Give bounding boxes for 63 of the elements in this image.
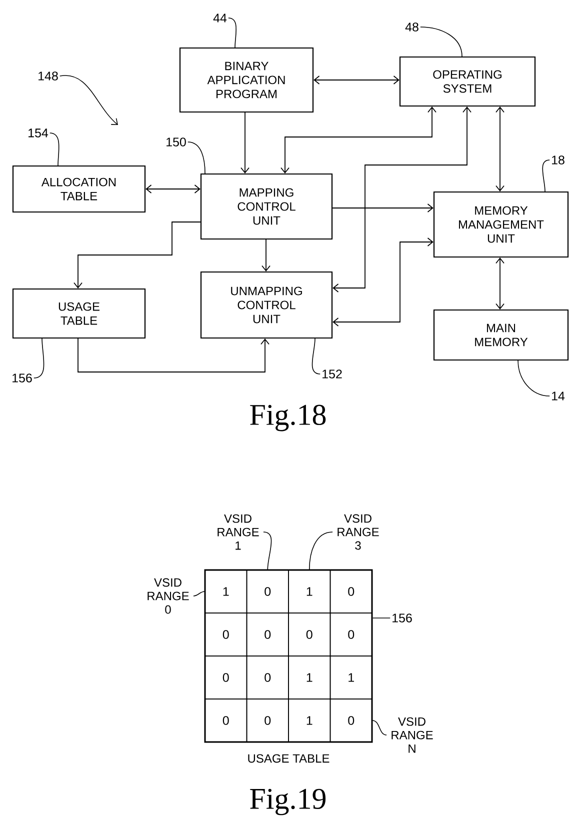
arrow (332, 204, 434, 212)
arrow (496, 106, 504, 192)
table-cell: 0 (204, 698, 248, 742)
table-cell: 0 (330, 570, 372, 614)
leader-line (372, 720, 387, 736)
reference-number: 148 (38, 72, 58, 80)
process-box: MAPPING CONTROL UNIT (200, 173, 333, 240)
range-label: VSID RANGE 0 (148, 578, 189, 614)
arrow (262, 239, 270, 272)
leader-line (312, 338, 321, 374)
table-cell: 0 (204, 656, 248, 700)
reference-number: 44 (213, 14, 227, 22)
reference-number: 14 (552, 392, 565, 400)
leader-line (33, 338, 44, 378)
leader-line (420, 26, 462, 57)
reference-number: 18 (552, 156, 564, 164)
table-cell: 1 (204, 570, 248, 614)
arrow (280, 106, 436, 174)
reference-number: 154 (28, 128, 48, 138)
reference-number: 48 (405, 22, 418, 32)
table-cell: 0 (204, 612, 248, 656)
process-box: BINARY APPLICATION PROGRAM (179, 47, 314, 113)
process-box: OPERATING SYSTEM (399, 56, 536, 107)
reference-number: 150 (166, 138, 186, 146)
arrow (314, 76, 400, 84)
node-label: USAGE TABLE (248, 754, 330, 763)
table-cell: 0 (330, 612, 372, 656)
range-label: VSID RANGE 3 (338, 514, 379, 550)
leader-line (308, 532, 333, 570)
arrow (78, 338, 270, 372)
leader-line (193, 591, 205, 596)
leader-line (49, 132, 60, 166)
pointer-arrow (59, 75, 118, 125)
table-cell: 1 (288, 698, 331, 742)
table-cell: 0 (246, 612, 289, 656)
process-box: MAIN MEMORY (433, 309, 569, 361)
process-box: ALLOCATION TABLE (12, 165, 146, 213)
arrow (496, 258, 504, 310)
range-label: VSID RANGE 1 (218, 514, 259, 550)
arrow (332, 238, 434, 326)
leader-line (187, 142, 206, 174)
table-cell: 0 (246, 698, 289, 742)
arrow (146, 184, 200, 194)
range-label: VSID RANGE N (392, 717, 433, 753)
arrow (240, 112, 250, 174)
figure-label: Fig.18 (250, 404, 326, 432)
table-cell: 0 (246, 656, 289, 700)
process-box: MEMORY MANAGEMENT UNIT (433, 191, 569, 258)
process-box: USAGE TABLE (12, 288, 146, 339)
table-cell: 1 (288, 656, 331, 700)
table-cell: 0 (288, 612, 331, 656)
table-cell: 0 (246, 570, 289, 614)
reference-number: 152 (322, 370, 342, 378)
table-cell: 1 (330, 656, 372, 700)
table-cell: 1 (288, 570, 331, 614)
table-cell: 0 (330, 698, 372, 742)
leader-line (518, 360, 550, 396)
reference-number: 156 (392, 614, 412, 622)
reference-number: 156 (12, 374, 32, 382)
arrow (74, 222, 201, 288)
arrow (332, 106, 472, 292)
figure-label: Fig.19 (250, 788, 326, 816)
process-box: UNMAPPING CONTROL UNIT (200, 271, 333, 339)
